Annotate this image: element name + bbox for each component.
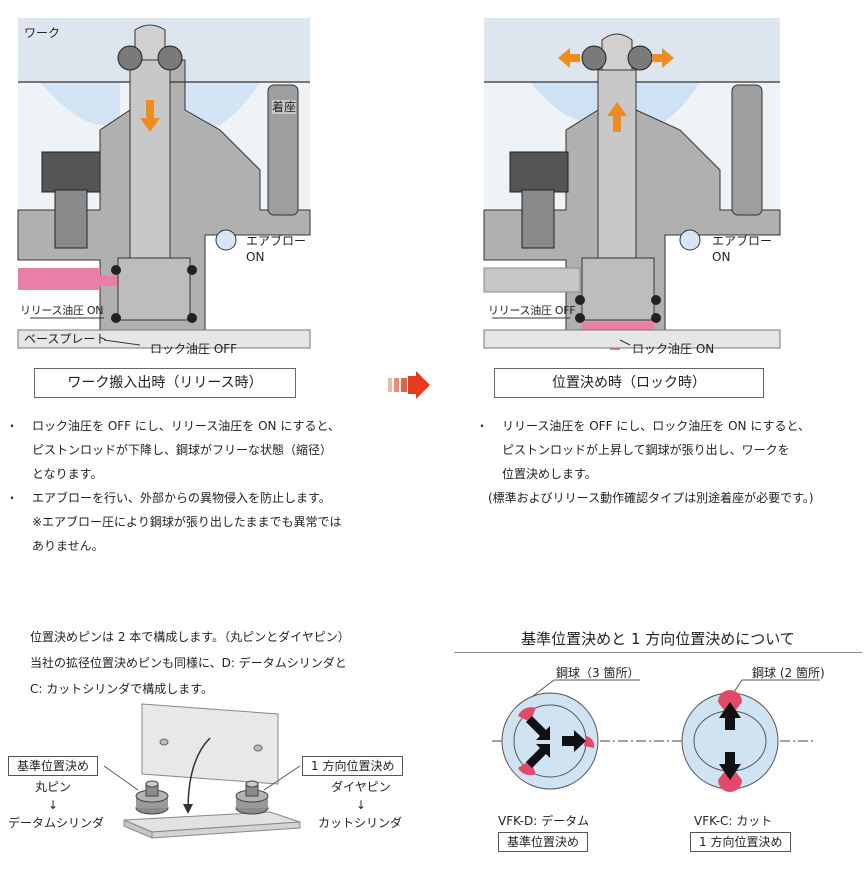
release-pressure-label: リリース油圧 ON xyxy=(20,304,104,317)
round-pin-arrow: ↓ xyxy=(47,798,59,812)
round-pin-label: 丸ピン xyxy=(34,780,71,794)
seat-label: 着座 xyxy=(272,100,297,115)
down-arrow-icon xyxy=(140,100,160,132)
release-oil-chamber xyxy=(18,268,100,290)
transition-arrow-icon xyxy=(388,371,430,399)
release-pressure-label-lock: リリース油圧 OFF xyxy=(488,304,576,317)
right-ball-label: 鋼球 (2 箇所) xyxy=(752,666,825,680)
reference-positioning-box: 基準位置決め xyxy=(8,756,99,776)
lock-pressure-label: ロック油圧 OFF xyxy=(150,342,238,356)
datum-cylinder-label: データムシリンダ xyxy=(8,816,105,830)
work-label: ワーク xyxy=(24,26,61,40)
air-blow-state-label-lock: ON xyxy=(712,250,731,264)
lock-caption: 位置決め時（ロック時） xyxy=(494,368,764,398)
right-arrow-icon xyxy=(652,48,674,68)
base-plate-label: ベースプレート xyxy=(24,332,108,346)
air-blow-label: エアブロー xyxy=(246,234,307,248)
cut-model-label: VFK-C: カット xyxy=(694,814,773,828)
diamond-pin-label: ダイヤピン xyxy=(331,780,391,794)
left-arrow-icon xyxy=(558,48,580,68)
lock-bullets: ・リリース油圧を OFF にし、ロック油圧を ON にすると、 ピストンロッドが… xyxy=(476,419,814,505)
pin-setup-illustration xyxy=(103,703,301,839)
pin-paragraph: 位置決めピンは 2 本で構成します。（丸ピンとダイヤピン） 当社の拡径位置決めピ… xyxy=(30,630,350,696)
steel-ball xyxy=(157,45,183,71)
air-blow-label-lock: エアブロー xyxy=(712,234,773,248)
lock-pressure-label-lock: ロック油圧 ON xyxy=(632,342,715,356)
air-blow-state-label: ON xyxy=(246,250,265,264)
left-ball-label: 鋼球（3 箇所） xyxy=(556,666,640,680)
datum-model-label: VFK-D: データム xyxy=(498,814,590,828)
title-underline xyxy=(454,652,862,653)
steel-ball xyxy=(117,45,143,71)
positioning-comparison-diagram xyxy=(492,679,820,792)
cut-positioning-box: 1 方向位置決め xyxy=(690,832,792,852)
release-cross-section-diagram xyxy=(17,18,311,349)
cut-cylinder-label: カットシリンダ xyxy=(317,816,402,830)
release-caption: ワーク搬入出時（リリース時） xyxy=(34,368,296,398)
datum-positioning-box: 基準位置決め xyxy=(498,832,589,852)
positioning-title: 基準位置決めと 1 方向位置決めについて xyxy=(521,630,795,648)
one-direction-positioning-box: 1 方向位置決め xyxy=(302,756,404,776)
lock-cross-section-diagram xyxy=(483,18,781,350)
diamond-pin-arrow: ↓ xyxy=(355,798,367,812)
up-arrow-icon xyxy=(607,102,627,132)
release-bullets: ・ロック油圧を OFF にし、リリース油圧を ON にすると、 ピストンロッドが… xyxy=(6,419,342,553)
